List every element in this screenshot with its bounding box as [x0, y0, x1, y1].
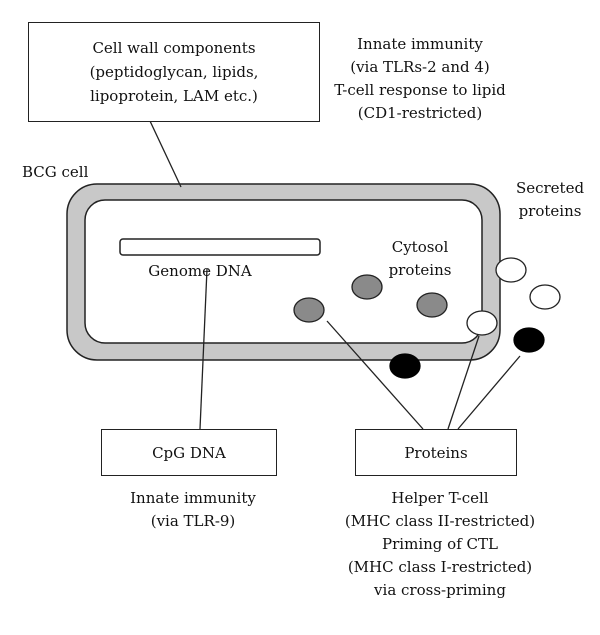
cytosol-protein	[293, 297, 325, 323]
connector-genome-cpg	[199, 268, 208, 430]
bcg-cell-interior	[84, 199, 483, 344]
cell-wall-components-box: Cell wall components (peptidoglycan, lip…	[28, 22, 320, 122]
innate-tlr24-line: Innate immunity	[357, 35, 483, 53]
helper-line: Priming of CTL	[382, 535, 498, 553]
secreted-line: Secreted	[515, 179, 585, 197]
cytosol-line: Cytosol	[391, 238, 449, 256]
secreted-protein	[495, 257, 527, 283]
cytosol-proteins-label: Cytosol proteins	[375, 236, 465, 282]
innate-tlr24-line: (CD1-restricted)	[357, 104, 483, 122]
cpg-dna-label: CpG DNA	[152, 443, 226, 462]
connector-secreted-proteins	[447, 335, 480, 430]
connector-cellwall	[149, 120, 182, 188]
cell-wall-line: lipoprotein, LAM etc.)	[90, 87, 258, 105]
connector-black-proteins	[457, 355, 521, 430]
cytosol-protein	[416, 292, 448, 318]
genome-dna-bar	[119, 238, 321, 256]
helper-tcell-text: Helper T-cell (MHC class II-restricted) …	[330, 487, 550, 602]
innate-immunity-tlr9-text: Innate immunity (via TLR-9)	[108, 487, 278, 533]
cell-wall-line: Cell wall components	[92, 39, 256, 57]
black-protein	[513, 327, 545, 353]
helper-line: (MHC class I-restricted)	[347, 558, 533, 576]
proteins-box: Proteins	[355, 429, 517, 476]
helper-line: Helper T-cell	[391, 489, 489, 507]
helper-line: via cross-priming	[374, 581, 506, 599]
helper-line: (MHC class II-restricted)	[344, 512, 536, 530]
connector-cytosol-proteins	[326, 320, 424, 430]
innate-immunity-tlr24-text: Innate immunity (via TLRs-2 and 4) T-cel…	[305, 33, 535, 125]
cytosol-line: proteins	[388, 261, 452, 279]
secreted-protein	[466, 310, 498, 336]
cytosol-protein	[351, 274, 383, 300]
secreted-protein	[529, 284, 561, 310]
innate-tlr9-line: Innate immunity	[130, 489, 256, 507]
proteins-label: Proteins	[404, 443, 468, 462]
bcg-cell-label: BCG cell	[22, 163, 89, 181]
innate-tlr24-line: T-cell response to lipid	[334, 81, 506, 99]
secreted-line: proteins	[518, 202, 582, 220]
genome-dna-label: Genome DNA	[148, 262, 252, 280]
innate-tlr9-line: (via TLR-9)	[150, 512, 236, 530]
black-protein	[389, 353, 421, 379]
innate-tlr24-line: (via TLRs-2 and 4)	[350, 58, 490, 76]
cell-wall-line: (peptidoglycan, lipids,	[89, 63, 259, 81]
secreted-proteins-label: Secreted proteins	[505, 177, 595, 223]
cpg-dna-box: CpG DNA	[101, 429, 277, 476]
